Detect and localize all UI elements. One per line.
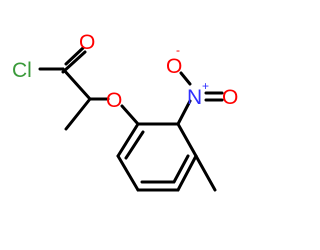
ring-bond-3 [176,154,198,192]
nitrogen-atom-label: N [187,86,202,109]
bond-c1-o-double-a [61,50,87,74]
nitro-oxygen-double-label: O [222,86,238,109]
ring-inner-bond-b [172,154,190,184]
bond-ring-methyl [194,154,217,192]
ether-oxygen-label: O [106,89,122,112]
bond-ring-n [176,99,192,126]
carbonyl-oxygen-label: O [79,31,95,54]
ring-bond-5 [116,154,140,192]
structure-diagram: Cl O O N + O O - [12,31,238,192]
bond-c2-methyl [64,97,92,131]
bonds [38,46,224,192]
nitro-oxygen-charge-label: - [176,43,180,57]
bond-c1-c2 [61,67,92,101]
nitro-oxygen-minus-label: O [166,55,182,78]
ring-bond-6 [116,122,140,158]
bond-c1-o-double-b [64,46,85,66]
ring-bond-2 [176,122,198,158]
bond-n-o-minus [179,71,192,86]
bond-o-ring [120,104,140,126]
ring-inner-bond-a [124,130,145,160]
chlorine-atom-label: Cl [12,59,32,82]
nitrogen-charge-label: + [202,79,209,93]
